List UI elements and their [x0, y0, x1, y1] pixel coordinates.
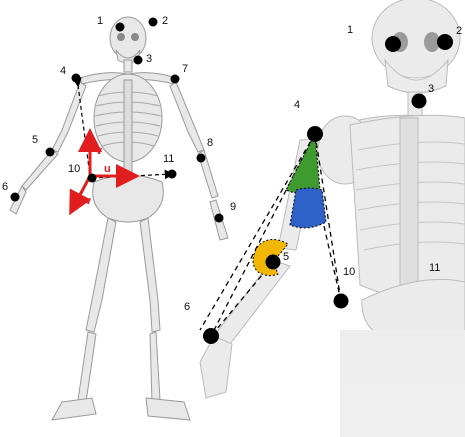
label-6-zoom: 6 — [184, 301, 190, 313]
label-11: 11 — [163, 153, 174, 165]
joint-4 — [72, 74, 81, 83]
joint-2-zoom — [437, 34, 453, 50]
joint-10 — [88, 174, 97, 183]
label-3: 3 — [146, 53, 152, 65]
joint-8 — [197, 154, 206, 163]
joint-1-zoom — [385, 36, 401, 52]
joint-9 — [215, 214, 224, 223]
label-5-zoom: 5 — [283, 251, 289, 263]
label-2: 2 — [162, 15, 168, 27]
joint-5-zoom — [266, 255, 281, 270]
guide-upper-arm-to-10 — [324, 226, 341, 301]
joint-3 — [134, 56, 143, 65]
u-axis-label: u — [104, 163, 111, 175]
label-1: 1 — [97, 15, 103, 27]
label-7: 7 — [182, 63, 188, 75]
joint-3-zoom — [412, 94, 427, 109]
joint-11 — [168, 170, 177, 179]
label-8: 8 — [207, 137, 213, 149]
label-10-zoom: 10 — [343, 266, 355, 278]
w-axis-label: w — [81, 195, 91, 207]
label-2-zoom: 2 — [456, 25, 462, 37]
label-5: 5 — [32, 134, 38, 146]
label-10: 10 — [68, 163, 80, 175]
joint-6 — [11, 193, 20, 202]
label-4: 4 — [60, 65, 66, 77]
label-4-zoom: 4 — [294, 99, 300, 111]
label-3-zoom: 3 — [428, 83, 434, 95]
joint-1 — [116, 23, 125, 32]
joint-2 — [149, 18, 158, 27]
v-axis-label: v — [96, 145, 103, 157]
left-skeleton-illustration — [10, 17, 228, 420]
label-1-zoom: 1 — [347, 24, 353, 36]
label-9: 9 — [230, 201, 236, 213]
joint-10-zoom — [334, 294, 349, 309]
right-skeleton-illustration — [200, 0, 465, 437]
label-11-zoom: 11 — [429, 262, 440, 274]
joint-6-zoom — [203, 328, 219, 344]
joint-4-zoom — [307, 126, 323, 142]
label-6: 6 — [2, 181, 8, 193]
upper-arm-angle-sector — [290, 188, 326, 228]
joint-7 — [171, 75, 180, 84]
joint-5 — [46, 148, 55, 157]
